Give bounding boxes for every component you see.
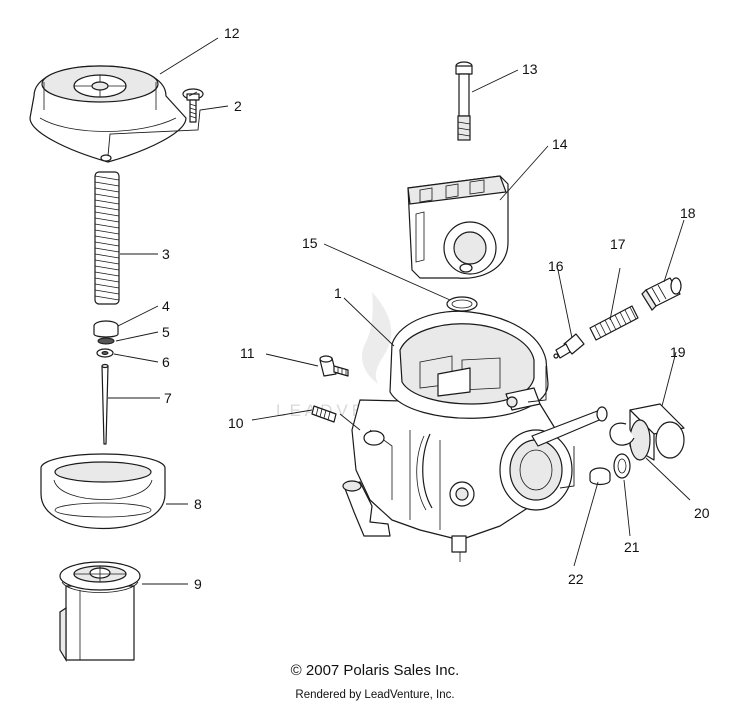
callout-20: 20 (694, 505, 710, 521)
part-2-screw[interactable] (182, 88, 204, 123)
callout-17: 17 (610, 236, 626, 252)
part-10-screw[interactable] (311, 405, 337, 423)
part-22-ring[interactable] (589, 467, 611, 486)
leader-lines (107, 37, 691, 585)
rendered-by-notice: Rendered by LeadVenture, Inc. (295, 689, 455, 701)
part-20-clip[interactable] (609, 422, 635, 446)
part-18-fitting[interactable] (641, 277, 682, 311)
callout-6: 6 (162, 354, 170, 370)
part-5-e-clip[interactable] (97, 337, 115, 345)
part-21-washer[interactable] (613, 453, 631, 479)
callout-15: 15 (302, 235, 318, 251)
callout-12: 12 (224, 25, 240, 41)
part-12-top-cover[interactable] (29, 65, 187, 163)
callout-11: 11 (240, 345, 255, 361)
callout-22: 22 (568, 571, 584, 587)
callout-18: 18 (680, 205, 696, 221)
part-19-sleeve[interactable] (629, 403, 685, 461)
part-11-screw[interactable] (319, 355, 349, 377)
callout-19: 19 (670, 344, 686, 360)
part-14-sensor-bracket[interactable] (407, 175, 509, 279)
part-17-spring[interactable] (589, 305, 639, 341)
callout-13: 13 (522, 61, 538, 77)
part-9-slide[interactable] (59, 561, 141, 663)
callout-labels: 12 2 3 4 5 6 7 8 9 13 14 15 1 16 17 18 1… (162, 25, 710, 592)
part-7-jet-needle[interactable] (101, 363, 109, 445)
callout-21: 21 (624, 539, 640, 555)
part-8-diaphragm[interactable] (40, 453, 166, 529)
callout-3: 3 (162, 246, 170, 262)
part-1-carburetor-body[interactable] (342, 310, 608, 562)
callout-5: 5 (162, 324, 170, 340)
callout-10: 10 (228, 415, 244, 431)
part-3-spring[interactable] (94, 171, 120, 305)
part-6-washer[interactable] (96, 348, 114, 358)
callout-1: 1 (334, 285, 342, 301)
callout-16: 16 (548, 258, 564, 274)
part-16-pilot-screw[interactable] (553, 333, 585, 359)
callout-7: 7 (164, 390, 172, 406)
part-15-o-ring[interactable] (446, 296, 478, 312)
copyright-notice: © 2007 Polaris Sales Inc. (290, 662, 460, 679)
callout-8: 8 (194, 496, 202, 512)
part-4-spring-seat[interactable] (93, 320, 119, 338)
part-13-bolt[interactable] (455, 61, 473, 141)
callout-14: 14 (552, 136, 568, 152)
callout-2: 2 (234, 98, 242, 114)
callout-9: 9 (194, 576, 202, 592)
callout-4: 4 (162, 298, 170, 314)
